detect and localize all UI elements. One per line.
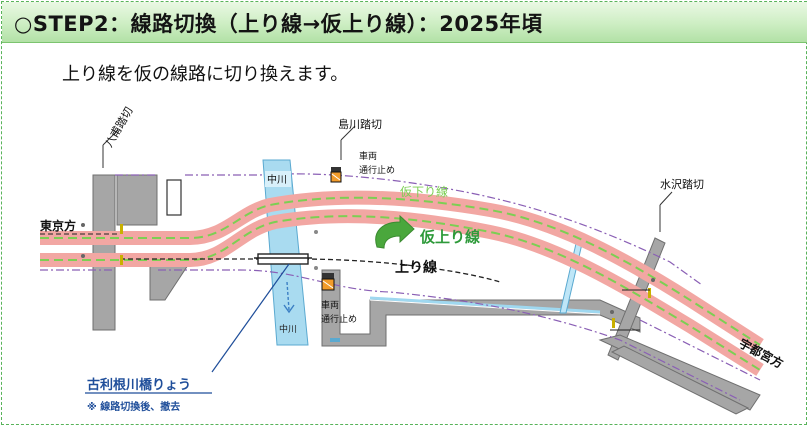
step-title: ○STEP2：線路切換（上り線→仮上り線）：2025年頃 xyxy=(14,12,543,36)
structures xyxy=(92,174,761,415)
yaho-crossing-road xyxy=(92,174,116,331)
yaho-crossing-label: 八甫踏切 xyxy=(101,104,135,149)
nakagawa-river xyxy=(262,159,309,346)
barrier-sign-icon xyxy=(330,167,342,183)
shimakawa-crossing-label: 島川踏切 xyxy=(338,117,382,131)
abutment-lower xyxy=(149,261,191,301)
crossing-lines xyxy=(102,125,673,232)
temp-down-line-label: 仮下り線 xyxy=(400,184,448,199)
mizusawa-crossing-bars xyxy=(610,289,650,331)
nakagawa-label: 中川 xyxy=(267,173,287,186)
retaining-wall xyxy=(321,269,641,347)
existing-up-line xyxy=(120,258,501,283)
barrier-sign-icon-2 xyxy=(321,273,335,291)
signal-post-icon xyxy=(81,223,655,328)
tokyo-direction-label: 東京方 xyxy=(40,218,76,233)
bridge-name-label: 古利根川橋りょう xyxy=(87,377,191,393)
vehicle-closed-label-2b: 通行止め xyxy=(321,313,357,325)
temp-up-track-center xyxy=(40,215,761,371)
nakagawa-label-lower: 中川 xyxy=(279,323,297,335)
mizusawa-road-lower xyxy=(610,345,750,415)
vehicle-closed-label-1b: 通行止め xyxy=(359,164,395,176)
white-structure-box xyxy=(166,179,182,216)
abutment-left xyxy=(116,174,158,226)
step-description: 上り線を仮の線路に切り換えます。 xyxy=(62,64,349,85)
temp-up-line-label: 仮上り線 xyxy=(419,228,480,246)
tracks xyxy=(40,190,764,376)
vehicle-closed-label-1a: 車両 xyxy=(359,150,377,162)
bridge-callout-line xyxy=(211,263,290,373)
curved-arrow-icon xyxy=(375,214,415,249)
step-header: ○STEP2：線路切換（上り線→仮上り線）：2025年頃 xyxy=(2,2,807,43)
down-arrow-icon xyxy=(283,281,295,314)
temp-down-track-center xyxy=(40,196,761,346)
bridge-note-label: ※ 線路切換後、撤去 xyxy=(87,400,180,413)
vehicle-closed-label-2a: 車両 xyxy=(321,299,339,311)
up-line-label: 上り線 xyxy=(395,259,437,276)
site-boundary xyxy=(40,173,761,401)
mizusawa-crossing-label: 水沢踏切 xyxy=(660,177,704,191)
old-bridge xyxy=(254,253,312,265)
